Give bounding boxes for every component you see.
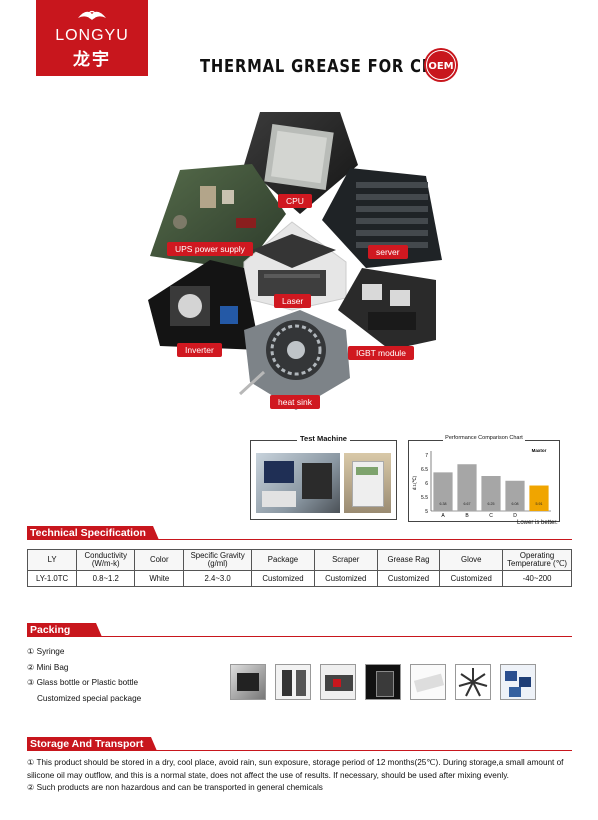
- spec-cell-grease-rag: Customized: [376, 570, 441, 587]
- test-machine-title: Test Machine: [297, 434, 350, 443]
- brand-name-cn: 龙宇: [73, 50, 111, 69]
- spec-col-specific-gravity: Specific Gravity (g/ml): [183, 549, 253, 571]
- chart-bar: [505, 480, 525, 511]
- spec-cell-glove: Customized: [439, 570, 504, 587]
- chart-y-tick-label: 6: [425, 481, 428, 487]
- spec-col-ly: LY: [26, 549, 78, 571]
- spec-cell-specific-gravity: 2.4~3.0: [183, 570, 253, 587]
- chart-y-tick-label: 7: [425, 453, 428, 459]
- packing-photo-7: [500, 664, 536, 700]
- application-label-server: server: [368, 245, 408, 259]
- spec-cell-package: Customized: [251, 570, 315, 587]
- packing-item-mini-bag: ② Mini Bag: [27, 662, 69, 672]
- chart-bar: [457, 464, 477, 511]
- packing-photo-1: [230, 664, 266, 700]
- spec-cell-scraper: Customized: [313, 570, 378, 587]
- application-label-igbt: IGBT module: [348, 346, 414, 360]
- applications-photos: [148, 112, 442, 410]
- storage-header: Storage And Transport: [27, 737, 572, 751]
- spec-cell-color: White: [134, 570, 185, 587]
- spec-cell-ly: LY-1.0TC: [26, 570, 78, 587]
- storage-item-1: ① This product should be stored in a dry…: [27, 758, 564, 780]
- spec-col-operating-temperature: Operating Temperature (℃): [502, 549, 572, 571]
- page-title: THERMAL GREASE FOR CPU: [200, 56, 447, 77]
- chart-y-tick-label: 6.5: [421, 467, 428, 473]
- packing-item-syringe: ① Syringe: [27, 647, 65, 656]
- performance-chart-title: Performance Comparison Chart: [443, 435, 525, 441]
- spec-header-row: LY Conductivity (W/m-k) Color Specific G…: [26, 549, 572, 571]
- igbt-module-photo: [338, 268, 436, 350]
- spec-col-color: Color: [134, 549, 185, 571]
- chart-legend-label: Maxtor: [532, 448, 547, 453]
- packing-photo-6: [455, 664, 491, 700]
- performance-bar-chart: 7 6.5 6 5.5 5 d.t.(℃) 6.38A 6.67B 6.25C 6.08D 5.91…: [412, 448, 551, 519]
- spec-col-glove: Glove: [439, 549, 504, 571]
- chart-data-label: 6.67: [464, 502, 471, 506]
- chart-x-tick-label: B: [465, 513, 469, 519]
- application-label-heat-sink: heat sink: [270, 395, 321, 409]
- longyu-logo-icon: [78, 10, 106, 20]
- packing-photos: [230, 664, 550, 700]
- chart-x-tick-label: A: [441, 513, 445, 519]
- applications-collage: CPU UPS power supply server Laser Invert…: [140, 110, 450, 415]
- packing-item-custom: Customized special package: [37, 693, 142, 703]
- chart-x-tick-label: D: [513, 513, 517, 519]
- spec-col-grease-rag: Grease Rag: [376, 549, 441, 571]
- chart-x-tick-label: C: [489, 513, 493, 519]
- brand-logo: LONGYU 龙宇: [36, 0, 148, 76]
- brand-name-en: LONGYU: [55, 27, 129, 44]
- chart-data-label: 6.08: [512, 502, 519, 506]
- storage-item-2: ② Such products are non hazardous and ca…: [27, 783, 323, 792]
- storage-title: Storage And Transport: [27, 737, 157, 751]
- chart-data-label: 5.91: [536, 502, 543, 506]
- spec-cell-conductivity: 0.8~1.2: [76, 570, 136, 587]
- oem-badge: OEM: [424, 48, 458, 82]
- packing-photo-2: [275, 664, 311, 700]
- chart-bar: [481, 476, 501, 511]
- spec-cell-operating-temperature: -40~200: [502, 570, 572, 587]
- application-label-ups: UPS power supply: [167, 242, 253, 256]
- storage-text: ① This product should be stored in a dry…: [27, 757, 575, 795]
- chart-bar: [529, 485, 549, 511]
- spec-table: LY Conductivity (W/m-k) Color Specific G…: [26, 549, 572, 587]
- packing-header: Packing: [27, 623, 572, 637]
- packing-photo-3: [320, 664, 356, 700]
- packing-photo-4: [365, 664, 401, 700]
- oem-badge-label: OEM: [428, 61, 453, 72]
- spec-col-conductivity: Conductivity (W/m-k): [76, 549, 136, 571]
- packing-photo-5: [410, 664, 446, 700]
- chart-bar: [433, 472, 453, 511]
- chart-y-tick-label: 5: [425, 509, 428, 515]
- test-machine-panel: Test Machine: [250, 434, 397, 520]
- technical-specification-header: Technical Specification: [27, 526, 572, 540]
- spec-col-scraper: Scraper: [313, 549, 378, 571]
- performance-chart-panel: Performance Comparison Chart 7 6.5 6 5.5 5 d.…: [408, 435, 560, 522]
- spec-data-row: LY-1.0TC 0.8~1.2 White 2.4~3.0 Customize…: [26, 570, 572, 587]
- spec-col-package: Package: [251, 549, 315, 571]
- chart-data-label: 6.25: [488, 502, 495, 506]
- application-label-cpu: CPU: [278, 194, 312, 208]
- technical-specification-title: Technical Specification: [27, 526, 159, 540]
- packing-title: Packing: [27, 623, 102, 637]
- application-label-inverter: Inverter: [177, 343, 222, 357]
- test-machine-photo-1: [256, 453, 340, 513]
- application-label-laser: Laser: [274, 294, 312, 308]
- packing-item-bottle: ③ Glass bottle or Plastic bottle: [27, 678, 139, 687]
- test-machine-photo-2: [344, 453, 391, 513]
- chart-y-axis-label: d.t.(℃): [412, 475, 417, 490]
- chart-data-label: 6.38: [440, 502, 447, 506]
- chart-y-tick-label: 5.5: [421, 495, 428, 501]
- packing-list: ① Syringe ② Mini Bag ③ Glass bottle or P…: [27, 644, 141, 706]
- performance-note: Lower is better.: [517, 520, 558, 526]
